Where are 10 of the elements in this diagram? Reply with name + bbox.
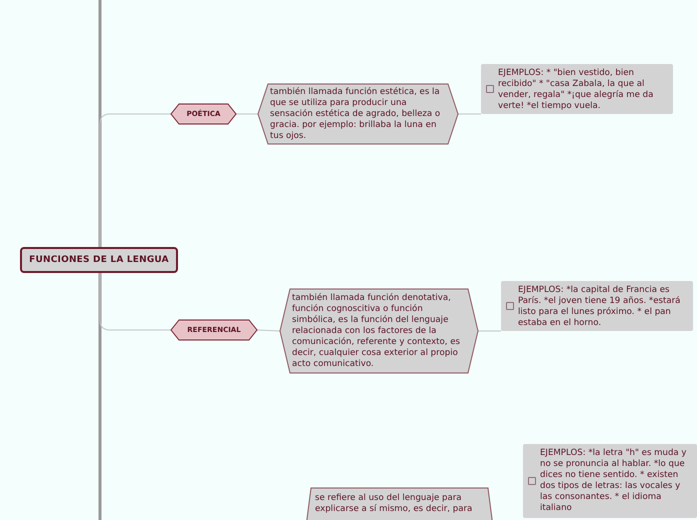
description-hexagon: también llamada función denotativa, función cognoscitiva o función simbólica, es la función del lenguaje relacionada con los factores de la comunicación, referente y contexto, es decir, cualquier cosa exterior al propio acto comunicativo. (280, 289, 478, 373)
example-note: EJEMPLOS: *la letra "h" es muda y no se pronuncia al hablar. *lo que dices no tiene sentido. * existen dos tipos de letras: las vocales y las consonantes. * el idioma italiano (523, 444, 697, 518)
connector-line (478, 330, 502, 332)
description-hexagon: también llamada función estética, es la que se utiliza para producir una sensación estética de agrado, belleza o gracia. por ejemplo: brillaba la luna en tus ojos. (258, 84, 458, 144)
example-note: EJEMPLOS: *la capital de Francia es París. *el joven tiene 19 años. *estará listo para el lunes próximo. * el pan estaba en el horno. (501, 281, 693, 331)
connector-line (100, 272, 172, 330)
connector-line (256, 330, 280, 332)
root-topic: FUNCIONES DE LA LENGUA (20, 247, 178, 273)
connector-line (100, 114, 172, 248)
example-note: EJEMPLOS: * "bien vestido, bien recibido" * "casa Zabala, la que al vender, regala" *¡que alegría me da verte! *el tiempo vuela. (481, 64, 673, 114)
